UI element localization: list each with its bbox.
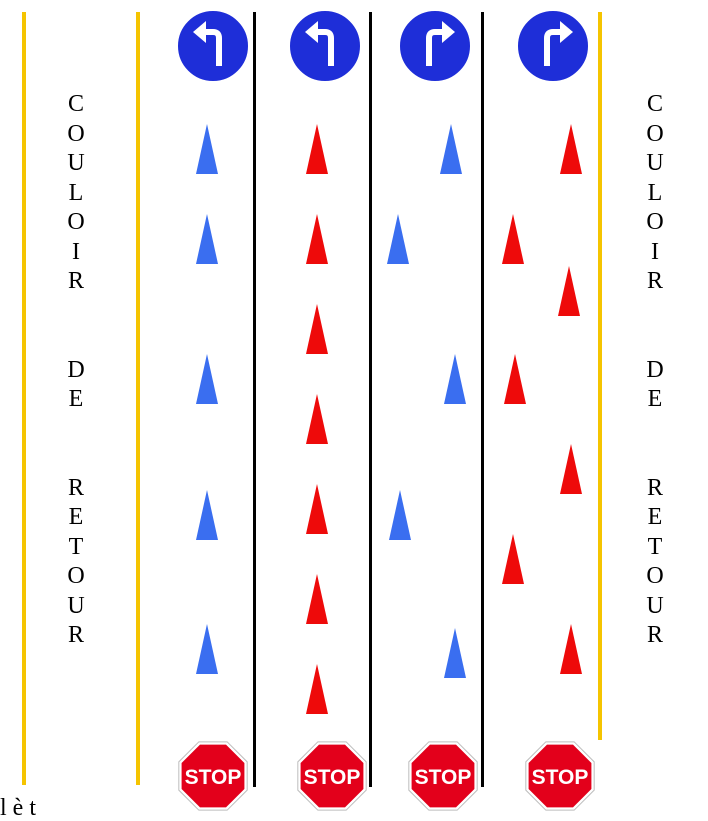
left-corridor-letter: T [68,533,84,560]
red-cone-lane-2 [306,304,328,354]
turn-left-arrow-icon [288,9,362,83]
red-cone-lane-4 [502,534,524,584]
right-corridor-line [598,12,602,740]
left-corridor-letter: C [67,91,84,117]
blue-cone-lane-3 [389,490,411,540]
left-corridor-letter: I [72,238,80,265]
left-corridor-inner-line [136,12,140,785]
right-corridor-letter [640,444,670,474]
left-corridor-letter: R [67,622,84,648]
left-corridor-outer-line [22,12,26,785]
lane-divider-3 [481,12,484,787]
left-corridor-letter: L [68,179,84,206]
right-corridor-letter: R [646,474,663,501]
red-cone-lane-4 [558,266,580,316]
blue-cone-lane-3 [444,354,466,404]
left-corridor-letter [61,415,91,445]
right-corridor-letter: C [646,91,663,117]
right-corridor-letter [640,326,670,356]
right-corridor-letter [640,297,670,327]
right-corridor-letter [640,415,670,445]
blue-cone-lane-1 [196,354,218,404]
left-corridor-letter: R [67,474,84,501]
blue-cone-lane-3 [387,214,409,264]
turn-left-arrow-icon [176,9,250,83]
lane-divider-2 [369,12,372,787]
right-corridor-letter: D [646,356,664,383]
right-corridor-letter: O [646,563,664,589]
left-corridor-letter: O [67,209,85,235]
right-corridor-letter: U [646,150,664,176]
left-corridor-letter: U [67,592,85,619]
left-corridor-letter [61,444,91,474]
stop-label: STOP [415,766,472,789]
blue-cone-lane-1 [196,490,218,540]
stop-label: STOP [532,766,589,789]
stop-label: STOP [185,766,242,789]
left-corridor-letter [61,297,91,327]
right-corridor-letter: E [647,504,663,530]
red-cone-lane-2 [306,664,328,714]
turn-right-arrow-icon [398,9,472,83]
red-cone-lane-4 [502,214,524,264]
stop-sign-icon: STOP [178,741,248,811]
footer-text: l è t [0,795,36,821]
red-cone-lane-4 [560,124,582,174]
stop-label: STOP [304,766,361,789]
red-cone-lane-2 [306,574,328,624]
turn-right-arrow-icon [516,9,590,83]
red-cone-lane-4 [560,624,582,674]
blue-cone-lane-1 [196,124,218,174]
right-corridor-letter: E [647,386,663,412]
right-corridor-letter: O [646,120,664,147]
left-corridor-letter: O [67,563,85,589]
left-corridor-letter: U [67,150,85,176]
blue-cone-lane-1 [196,624,218,674]
blue-cone-lane-3 [444,628,466,678]
red-cone-lane-2 [306,394,328,444]
lane-divider-1 [253,12,256,787]
right-corridor-letter: O [646,209,664,235]
right-corridor-letter: R [646,622,663,648]
blue-cone-lane-1 [196,214,218,264]
red-cone-lane-2 [306,124,328,174]
stop-sign-icon: STOP [297,741,367,811]
stop-sign-icon: STOP [525,741,595,811]
red-cone-lane-2 [306,484,328,534]
right-corridor-letter: I [651,238,659,265]
red-cone-lane-4 [560,444,582,494]
left-corridor-letter: E [68,386,84,412]
left-corridor-letter: R [67,268,84,294]
right-corridor-letter: T [647,533,663,560]
right-corridor-letter: L [647,179,663,206]
left-corridor-letter: O [67,120,85,147]
left-corridor-letter: D [67,356,85,383]
left-corridor-letter [61,326,91,356]
red-cone-lane-4 [504,354,526,404]
right-corridor-letter: R [646,268,663,294]
right-corridor-letter: U [646,592,664,619]
red-cone-lane-2 [306,214,328,264]
stop-sign-icon: STOP [408,741,478,811]
blue-cone-lane-3 [440,124,462,174]
left-corridor-letter: E [68,504,84,530]
